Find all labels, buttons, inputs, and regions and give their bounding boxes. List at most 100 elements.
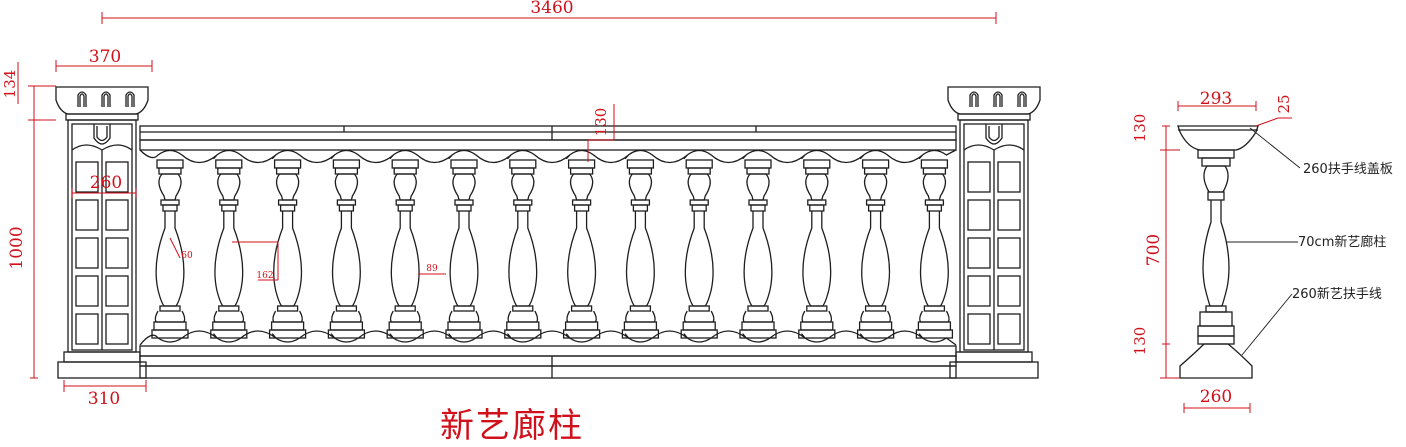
baluster-base	[741, 321, 775, 331]
baluster-detail-c-label: 89	[426, 264, 438, 274]
cap-crenel	[125, 91, 135, 107]
side-top-height-dim	[1162, 125, 1170, 151]
post-panel	[997, 237, 1021, 269]
base-width-label: 310	[88, 389, 120, 409]
baluster-lower-bulb	[389, 310, 421, 323]
baluster-cap	[744, 159, 772, 169]
baluster-collar	[630, 199, 651, 206]
post-cap-width-dim	[55, 60, 153, 72]
baluster-lower-bulb	[154, 310, 186, 323]
balustrade-front-elevation	[55, 86, 1041, 379]
cap-crenel	[101, 91, 111, 107]
baluster-lower-bulb	[448, 310, 480, 323]
baluster-cap	[567, 159, 596, 169]
baluster-collar	[807, 199, 827, 206]
baluster-plinth	[386, 329, 424, 339]
baluster-vase	[449, 211, 479, 307]
baluster-cap	[391, 159, 419, 169]
baluster-cap	[861, 159, 890, 169]
post-panel	[75, 313, 99, 345]
baluster-cap	[685, 159, 713, 169]
baluster-plinth	[739, 329, 777, 339]
baluster-collar	[277, 199, 298, 206]
side-column-height-label: 700	[1144, 234, 1164, 266]
baluster-base	[447, 321, 481, 331]
top-rail-leader	[1249, 127, 1301, 169]
cap-crenel-inner	[127, 93, 133, 107]
baluster-vase	[508, 211, 538, 307]
baluster-plinth	[856, 329, 895, 339]
baluster-lower-bulb	[683, 310, 715, 323]
baluster-collar	[573, 204, 590, 212]
baluster-cap-ring	[628, 167, 653, 175]
baluster-base	[506, 321, 540, 331]
baluster-cap-ring	[393, 167, 417, 175]
baluster-collar	[397, 204, 413, 212]
dimension-lines	[17, 12, 1292, 413]
post-panel	[997, 161, 1021, 193]
baluster-plinth	[504, 329, 542, 339]
baluster-vase	[684, 211, 714, 307]
post-panel	[967, 275, 991, 307]
baluster-collar	[162, 204, 178, 212]
baluster	[621, 159, 660, 339]
side-top-width-label: 293	[1200, 89, 1232, 109]
cap-crenel	[969, 91, 979, 107]
baluster-lower-collar	[276, 305, 299, 312]
baluster-cap-ring	[922, 167, 947, 175]
baluster-base	[270, 321, 305, 331]
side-top-height-label: 130	[1131, 114, 1149, 143]
baluster-lower-collar	[864, 305, 887, 312]
side-bottom-height-dim	[1162, 343, 1170, 379]
baluster-vase	[802, 211, 832, 307]
side-bottom-width-label: 260	[1200, 387, 1232, 407]
post-cap-width-label: 370	[89, 47, 121, 67]
baluster-plinth	[798, 329, 836, 339]
post-arch	[963, 144, 1025, 151]
post-panel	[105, 275, 129, 307]
post-panel	[967, 199, 991, 231]
post-cap-height-label: 134	[1, 70, 19, 99]
baluster-collar	[809, 204, 825, 212]
baluster-top-bulb	[687, 173, 711, 201]
newel-post	[55, 86, 149, 379]
baluster-top-bulb	[863, 173, 888, 201]
baluster-collar	[338, 204, 355, 212]
baluster-cap-ring	[275, 167, 300, 175]
baluster	[739, 159, 777, 339]
baluster	[210, 159, 248, 339]
baluster	[386, 159, 424, 339]
bottom-rail-top	[139, 345, 957, 357]
rails	[139, 125, 957, 379]
post-base	[63, 351, 141, 363]
column-annotation: 70cm新艺廊柱	[1298, 234, 1386, 250]
post-panel	[105, 313, 129, 345]
baluster-base	[858, 321, 893, 331]
baluster-cap	[215, 159, 243, 169]
annotation-leaders	[1226, 127, 1301, 356]
side-bottom-height-label: 130	[1131, 327, 1149, 356]
baluster-top-bulb	[628, 173, 653, 201]
post-panel	[997, 199, 1021, 231]
balusters	[139, 149, 957, 346]
baluster-lower-bulb	[742, 310, 774, 323]
baluster-plinth	[621, 329, 660, 339]
baluster-cap	[450, 159, 478, 169]
baluster-lower-collar	[453, 305, 475, 312]
side-baluster-lower-collar	[1205, 305, 1227, 313]
cap-crenel	[1017, 91, 1027, 107]
baluster-collar	[454, 199, 474, 206]
baluster-collar	[926, 204, 943, 212]
baluster	[856, 159, 895, 339]
baluster-base	[212, 321, 246, 331]
baluster-vase	[214, 211, 244, 307]
cap-crenel-inner	[971, 93, 977, 107]
post-keyhole-inner	[96, 126, 108, 142]
baluster-lower-collar	[159, 305, 181, 312]
post-keyhole	[985, 124, 1003, 145]
baluster-lower-bulb	[213, 310, 245, 323]
baluster-cap-ring	[746, 167, 770, 175]
bottom-rail	[139, 355, 957, 367]
post-panel	[997, 313, 1021, 345]
